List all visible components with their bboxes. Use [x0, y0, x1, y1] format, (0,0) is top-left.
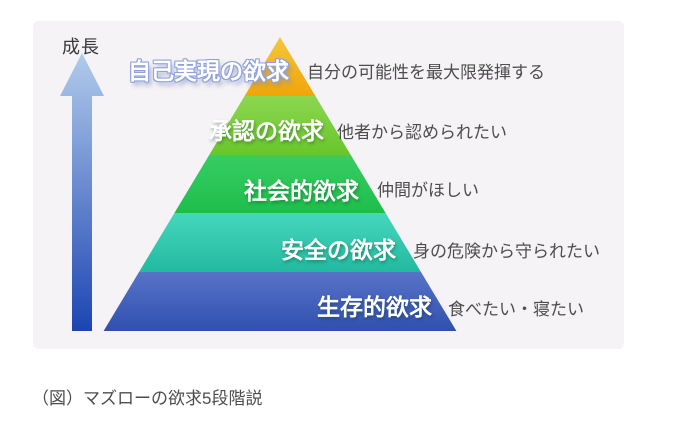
pyramid-level-3-shape — [174, 155, 386, 213]
level-desc-safety: 身の危険から守られたい — [413, 242, 600, 261]
growth-axis-label: 成長 — [62, 37, 100, 57]
level-label-esteem: 承認の欲求 — [209, 118, 324, 144]
pyramid-level-4-shape — [139, 213, 421, 272]
level-label-self-actualization: 自己実現の欲求 — [128, 58, 289, 84]
level-desc-social: 仲間がほしい — [377, 181, 479, 200]
level-desc-esteem: 他者から認められたい — [337, 123, 507, 142]
level-desc-self-actualization: 自分の可能性を最大限発揮する — [307, 63, 545, 82]
level-label-physiological: 生存的欲求 — [317, 294, 432, 320]
growth-arrow — [60, 53, 104, 331]
level-label-social: 社会的欲求 — [244, 178, 359, 204]
pyramid-level-5-shape — [103, 272, 457, 331]
pyramid-level-2-shape — [209, 96, 351, 155]
figure-caption: （図）マズローの欲求5段階説 — [32, 389, 263, 408]
level-label-safety: 安全の欲求 — [281, 237, 396, 263]
level-desc-physiological: 食べたい・寝たい — [448, 300, 584, 319]
pyramid-level-1-shape — [244, 37, 316, 96]
